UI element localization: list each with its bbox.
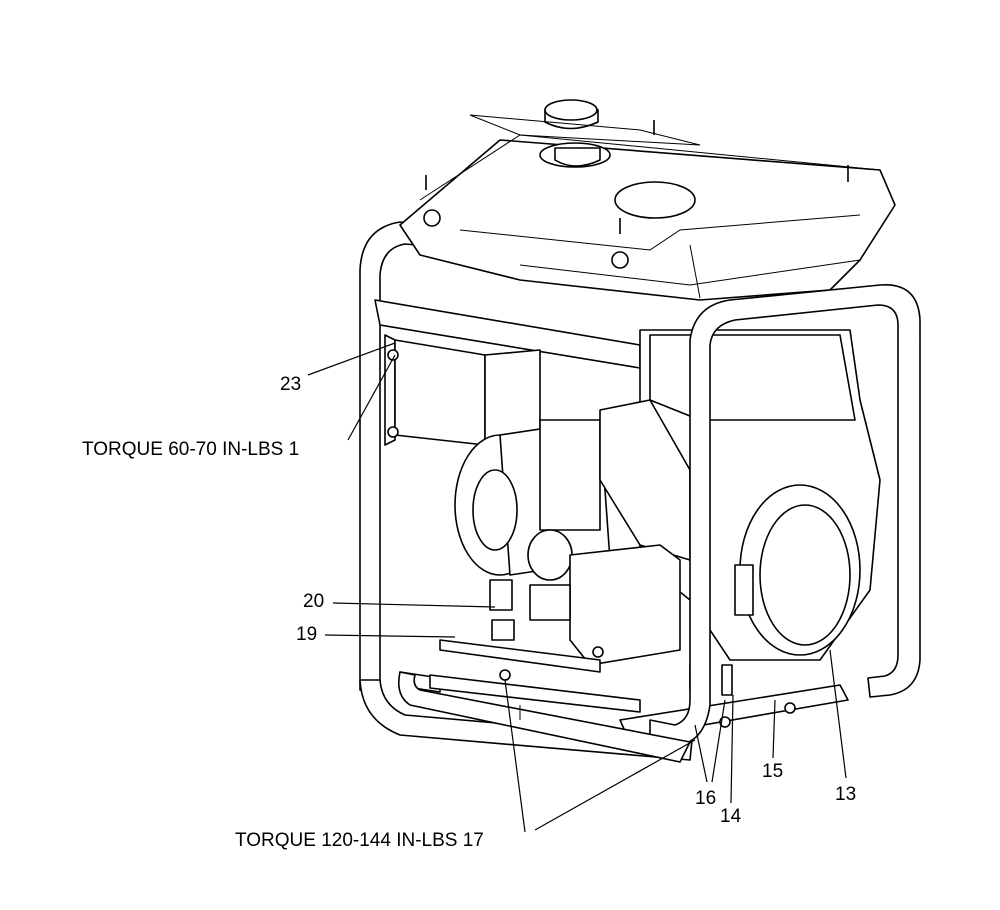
callout-17-torque: TORQUE 120-144 IN-LBS 17 [235, 830, 484, 851]
fuel-tank [399, 99, 896, 301]
callout-23: 23 [280, 374, 301, 395]
callout-15: 15 [762, 761, 783, 782]
leader-lines [307, 342, 847, 833]
alternator [454, 419, 611, 581]
frame-front [397, 284, 921, 763]
callout-20: 20 [303, 591, 324, 612]
vibration-mounts [489, 579, 571, 641]
callout-14: 14 [720, 806, 742, 827]
callout-1-torque: TORQUE 60-70 IN-LBS 1 [82, 439, 299, 460]
callout-16: 16 [695, 788, 716, 809]
callout-13: 13 [835, 784, 856, 805]
callout-19: 19 [296, 624, 317, 645]
engine [569, 329, 881, 666]
control-panel-box [384, 334, 541, 446]
